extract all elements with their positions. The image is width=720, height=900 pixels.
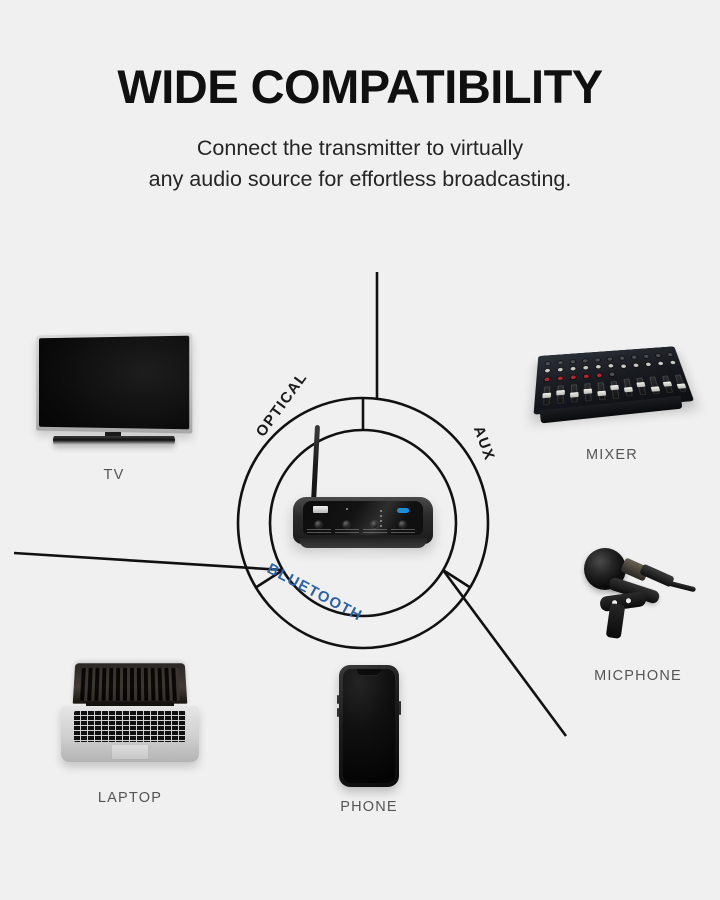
device-phone[interactable]: PHONE (336, 665, 402, 815)
center-transmitter[interactable] (285, 424, 441, 555)
divider-lower-left (254, 568, 284, 590)
button-pairing-icon[interactable] (371, 521, 378, 528)
laptop-keyboard (74, 711, 186, 742)
laptop-hinge (86, 702, 174, 707)
panel-dot (380, 510, 382, 512)
subtitle-line-1: Connect the transmitter to virtually (196, 136, 524, 161)
page-title: WIDE COMPATIBILITY (117, 60, 603, 113)
laptop-trackpad (111, 744, 149, 760)
transmitter-illustration (285, 424, 441, 555)
device-tv[interactable]: TV (31, 332, 197, 483)
device-label-micphone: MICPHONE (594, 668, 682, 684)
device-mixer[interactable]: MIXER (533, 333, 695, 463)
button-caption (335, 529, 359, 534)
laptop-illustration (55, 662, 205, 782)
laptop-screen-reflection (80, 667, 180, 701)
mic-cable (667, 580, 697, 593)
button-caption (363, 529, 387, 534)
button-power-icon[interactable] (315, 521, 322, 528)
device-laptop[interactable]: LAPTOP (55, 662, 205, 806)
subtitle-line-2: any audio source for effortless broadcas… (148, 166, 572, 191)
mic-clip-tail (605, 603, 626, 639)
display-icon (313, 506, 328, 513)
device-label-tv: TV (103, 467, 125, 483)
button-caption (307, 529, 331, 534)
panel-dot (380, 515, 382, 517)
mixer-illustration (533, 333, 695, 429)
phone-volume-up-button[interactable] (337, 695, 339, 704)
button-caption (391, 529, 415, 534)
tv-stand (53, 436, 175, 445)
device-label-mixer: MIXER (586, 447, 638, 463)
device-label-phone: PHONE (340, 799, 398, 815)
antenna (310, 424, 321, 504)
mixer-channel (568, 353, 580, 411)
status-indicator (397, 508, 409, 513)
micphone-illustration (578, 540, 698, 660)
divider-lower-right (442, 568, 472, 590)
wire-to-micphone (441, 569, 568, 737)
phone-screen (343, 669, 395, 783)
device-label-laptop: LAPTOP (97, 790, 163, 806)
panel-dot (380, 520, 382, 522)
phone-volume-down-button[interactable] (337, 708, 339, 717)
device-micphone[interactable]: MICPHONE (578, 540, 698, 684)
page-subtitle: Connect the transmitter to virtually any… (0, 111, 720, 194)
tv-illustration (31, 332, 197, 457)
button-mode-icon[interactable] (399, 521, 406, 528)
phone-notch (357, 669, 381, 676)
wire-to-tv (13, 551, 284, 572)
mixer-channel (540, 355, 553, 414)
tv-screen (39, 335, 190, 430)
panel-dot (346, 508, 348, 510)
button-bluetooth-icon[interactable] (343, 521, 350, 528)
laptop-lid (72, 663, 188, 704)
panel-dot (380, 525, 382, 527)
header: WIDE COMPATIBILITY Connect the transmitt… (0, 0, 720, 194)
tv-bezel (36, 332, 193, 434)
mixer-channel (555, 354, 566, 413)
transmitter-base (299, 538, 427, 548)
phone-illustration (336, 665, 402, 790)
phone-power-button[interactable] (399, 701, 401, 715)
